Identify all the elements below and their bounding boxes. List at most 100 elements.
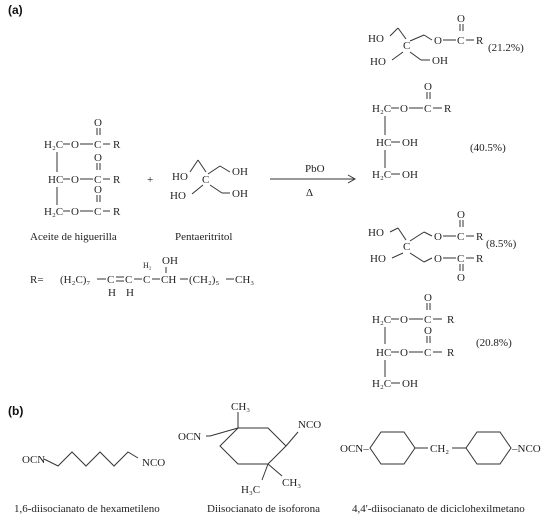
carbon-atom: C — [94, 139, 101, 151]
ester-oxygen: O — [400, 314, 408, 326]
carbonyl-oxygen: O — [94, 184, 102, 196]
carbonyl-carbon: C — [424, 103, 431, 115]
methylene-bridge: CH₂ — [430, 443, 449, 455]
carbonyl-oxygen: O — [457, 272, 465, 284]
hydroxyl-group: OH — [402, 378, 418, 390]
plus-sign: + — [147, 174, 153, 186]
r-group: R — [113, 174, 121, 186]
carbonyl-oxygen: O — [94, 117, 102, 129]
panel-label-b: (b) — [8, 404, 23, 418]
r-group: R — [113, 206, 121, 218]
carbonyl-oxygen: O — [424, 325, 432, 337]
ester-oxygen: O — [434, 231, 442, 243]
product-4-yield: (20.8%) — [476, 337, 512, 349]
r-group: R — [447, 314, 455, 326]
isocyanate-group: –NCO — [511, 443, 541, 455]
r-label: R= — [30, 274, 44, 286]
carbonyl-carbon: C — [457, 231, 464, 243]
carbonyl-carbon: C — [424, 314, 431, 326]
r-group: R — [444, 103, 452, 115]
hmdi-label: 4,4'-diisocianato de diciclohexilmetano — [352, 503, 525, 515]
ch2-group: H₂C — [372, 378, 391, 390]
hmdi-structure: OCN– CH₂ –NCO — [340, 431, 541, 465]
castor-oil-structure: H₂C O C O R HC O C O R H₂C O C O R — [44, 117, 121, 218]
pentaerythritol-structure: C HO OH HO OH — [170, 159, 248, 202]
carbonyl-oxygen: O — [457, 209, 465, 221]
ester-oxygen: O — [434, 35, 442, 47]
methyl-group: CH₃ — [235, 274, 254, 286]
ester-oxygen: O — [400, 347, 408, 359]
r-group: R — [476, 231, 484, 243]
isocyanate-group: OCN– — [340, 443, 369, 455]
hdi-label: 1,6-diisocianato de hexametileno — [14, 503, 160, 515]
hydroxyl-group: OH — [232, 166, 248, 178]
pentaerythritol-label: Pentaeritritol — [175, 231, 232, 243]
carbonyl-oxygen: O — [94, 152, 102, 164]
carbinol-ch: CH — [161, 274, 176, 286]
hydroxyl-group: OH — [432, 55, 448, 67]
alkene-carbon: C — [125, 274, 132, 286]
r-group: R — [476, 35, 484, 47]
oxygen-atom: O — [71, 139, 79, 151]
isocyanate-group: NCO — [142, 457, 165, 469]
panel-label-a: (a) — [8, 3, 23, 17]
central-carbon: C — [403, 40, 410, 52]
heat-symbol: Δ — [306, 187, 313, 199]
carbonyl-carbon: C — [457, 35, 464, 47]
arrow-head — [347, 174, 357, 184]
ch2-group: H₂C — [44, 139, 63, 151]
hydroxyl-group: HO — [368, 227, 384, 239]
oxygen-atom: O — [71, 206, 79, 218]
hydroxyl-group: OH — [162, 255, 178, 267]
methylene-hydrogens: H₂ — [143, 261, 152, 270]
catalyst-label: PbO — [305, 163, 325, 175]
isocyanate-group: OCN — [22, 454, 45, 466]
methylene-carbon: C — [143, 274, 150, 286]
hc-group: HC — [48, 174, 63, 186]
central-carbon: C — [202, 174, 209, 186]
carbon-atom: C — [94, 206, 101, 218]
methyl-group: CH₃ — [282, 477, 301, 489]
carbonyl-oxygen: O — [424, 292, 432, 304]
hydroxyl-group: OH — [232, 188, 248, 200]
isocyanate-group: OCN — [178, 431, 201, 443]
hydroxyl-group: OH — [402, 169, 418, 181]
product-2-yield: (40.5%) — [470, 142, 506, 154]
hydroxyl-group: HO — [172, 171, 188, 183]
hc-group: HC — [376, 137, 391, 149]
product-4-structure: H₂C O C O R HC O C O R H₂C OH — [372, 292, 455, 390]
product-1-yield: (21.2%) — [488, 42, 524, 54]
r-definition: R= (H₂C)₇ C C H H C H₂ CH OH (CH₂)₅ CH₃ — [30, 255, 254, 299]
ch2-group: H₂C — [372, 169, 391, 181]
methyl-group: H₃C — [241, 484, 260, 496]
vinyl-hydrogen: H — [108, 287, 116, 299]
r-chain-start: (H₂C)₇ — [60, 274, 90, 286]
r-chain-end: (CH₂)₅ — [189, 274, 219, 286]
vinyl-hydrogen: H — [126, 287, 134, 299]
hc-group: HC — [376, 347, 391, 359]
ch2-group: H₂C — [372, 314, 391, 326]
hydroxyl-group: HO — [170, 190, 186, 202]
ch2-group: H₂C — [372, 103, 391, 115]
carbon-atom: C — [94, 174, 101, 186]
hydroxyl-group: HO — [368, 33, 384, 45]
product-3-structure: C HO O C O R HO O C O R — [368, 209, 484, 284]
carbonyl-carbon: C — [424, 347, 431, 359]
ester-oxygen: O — [434, 253, 442, 265]
central-carbon: C — [403, 241, 410, 253]
hdi-structure: OCN NCO — [22, 451, 165, 469]
hydroxyl-group: HO — [370, 253, 386, 265]
carbonyl-oxygen: O — [424, 81, 432, 93]
r-group: R — [476, 253, 484, 265]
hydroxyl-group: OH — [402, 137, 418, 149]
ipdi-structure: CH₃ OCN NCO H₃C CH₃ — [178, 401, 321, 496]
r-group: R — [447, 347, 455, 359]
methyl-group: CH₃ — [231, 401, 250, 413]
hydroxyl-group: HO — [370, 56, 386, 68]
carbonyl-carbon: C — [457, 253, 464, 265]
alkene-carbon: C — [107, 274, 114, 286]
carbonyl-oxygen: O — [457, 13, 465, 25]
ipdi-label: Diisocianato de isoforona — [207, 503, 320, 515]
